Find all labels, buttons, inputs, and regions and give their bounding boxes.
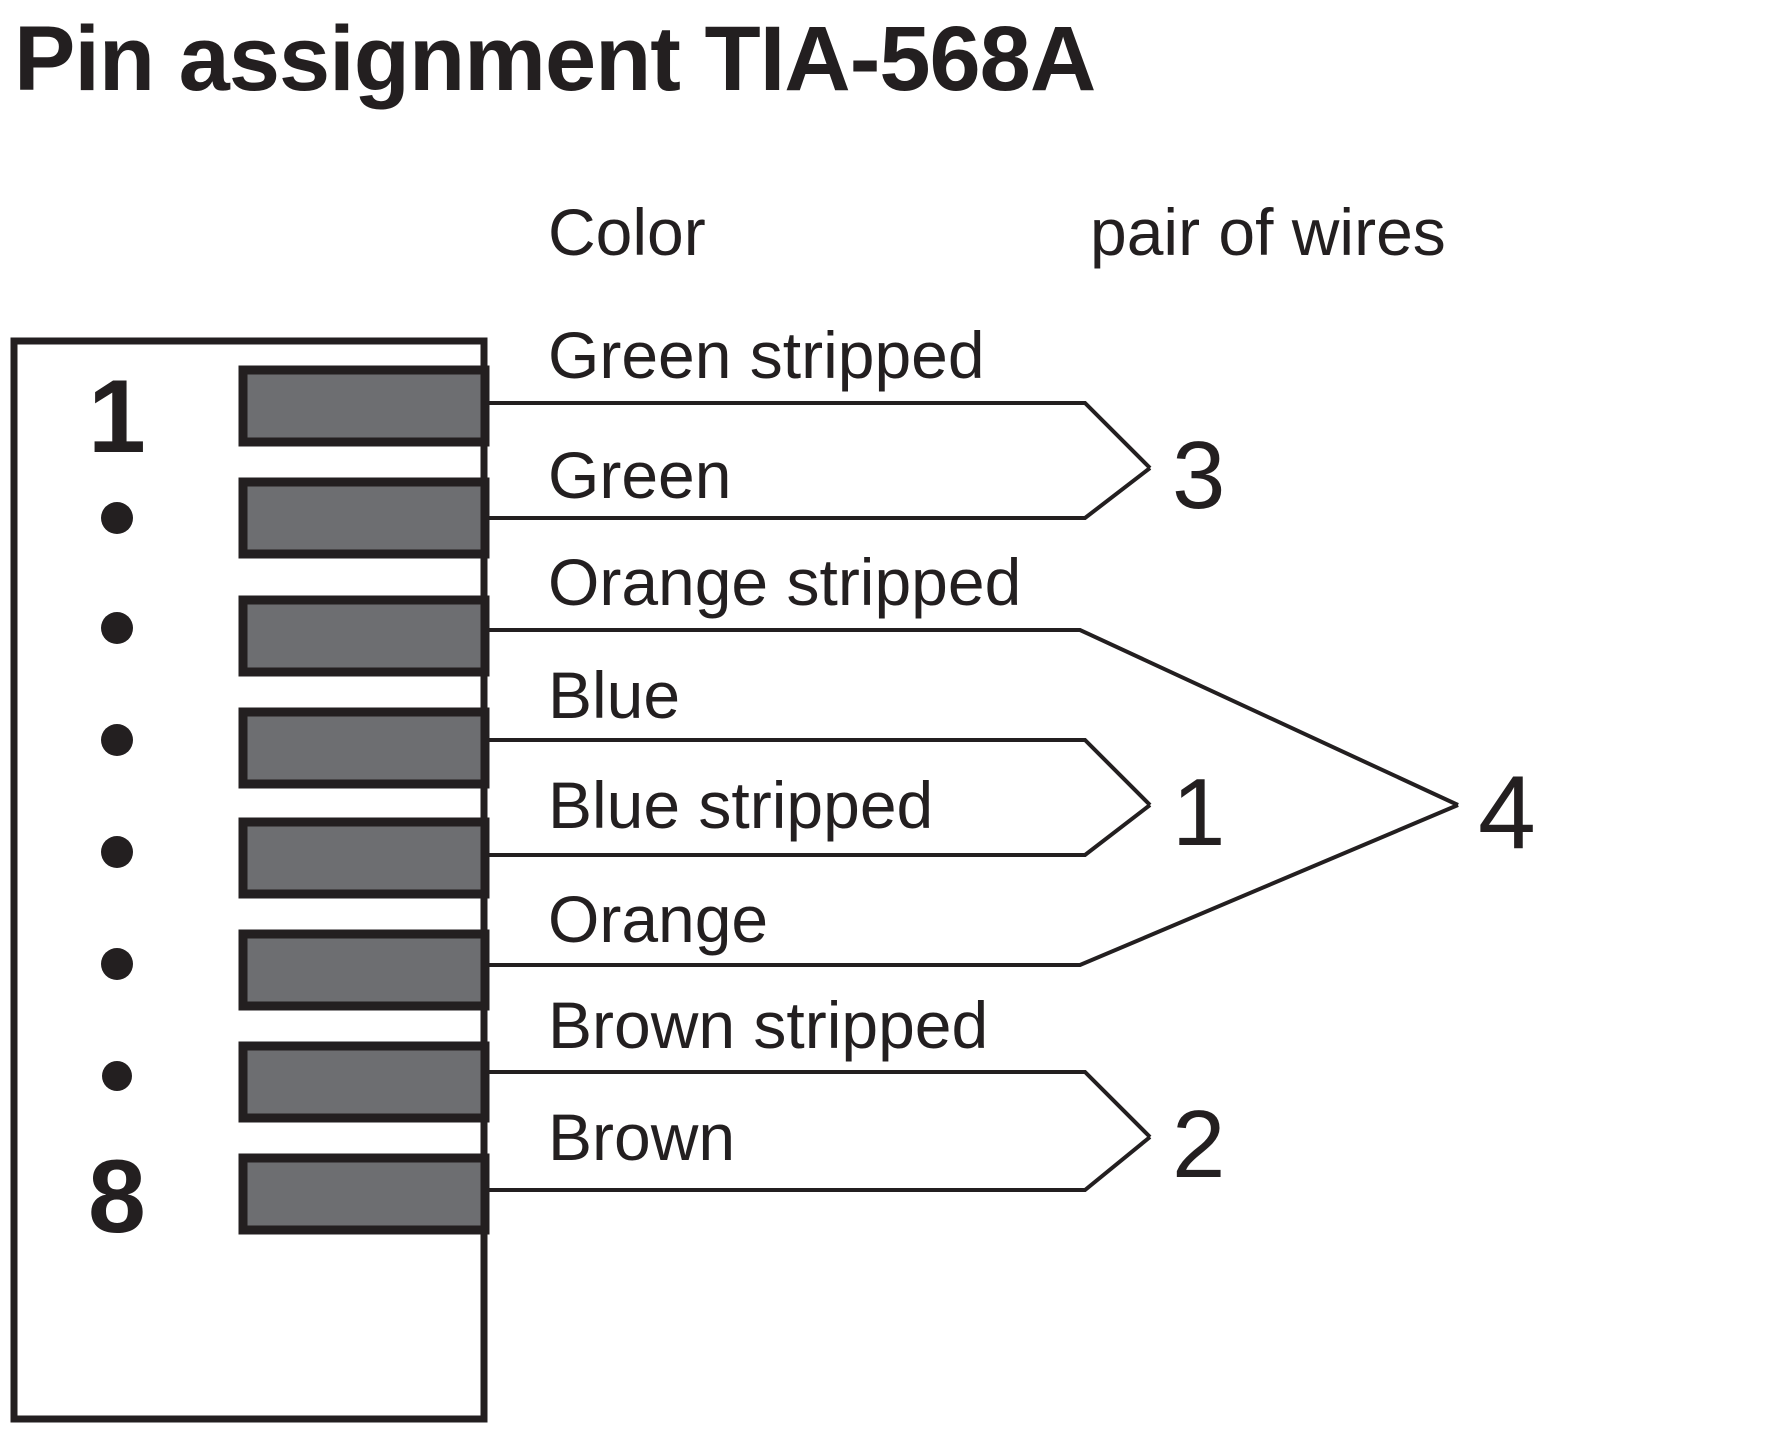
wire-label-4: Blue (548, 658, 680, 732)
pin-bar-5 (238, 817, 490, 899)
pin-number-first: 1 (88, 359, 146, 475)
pin-bar-1 (238, 365, 490, 447)
pair-number-1: 1 (1172, 759, 1225, 866)
pair-number-4: 2 (1172, 1091, 1225, 1198)
pin-bar-8 (238, 1153, 490, 1235)
wire-label-7: Brown stripped (548, 988, 988, 1062)
pair-bracket-2 (485, 628, 1459, 967)
pin-dot-7 (102, 1061, 132, 1091)
pair-number-2: 4 (1478, 755, 1536, 871)
column-header-pair: pair of wires (1090, 195, 1446, 269)
column-header-color: Color (548, 195, 706, 269)
wire-label-8: Brown (548, 1100, 735, 1174)
pin-bar-2 (238, 477, 490, 559)
wire-label-5: Blue stripped (548, 768, 933, 842)
pin-dot-4 (101, 724, 133, 756)
pair-bracket-1 (485, 738, 1152, 857)
pair-bracket-3 (485, 401, 1152, 520)
pin-number-last: 8 (88, 1139, 146, 1255)
pin-dot-2 (101, 502, 133, 534)
pair-bracket-4 (485, 1070, 1152, 1192)
pin-dot-6 (101, 948, 133, 980)
pin-bar-3 (238, 595, 490, 677)
pin-bar-4 (238, 707, 490, 789)
pin-bar-6 (238, 929, 490, 1011)
pair-number-3: 3 (1172, 422, 1225, 529)
wire-label-3: Orange stripped (548, 545, 1021, 619)
pin-bar-7 (238, 1041, 490, 1123)
wire-label-1: Green stripped (548, 318, 985, 392)
pin-dot-5 (101, 836, 133, 868)
page-title: Pin assignment TIA-568A (14, 8, 1095, 110)
wire-label-2: Green (548, 438, 731, 512)
wire-label-6: Orange (548, 882, 768, 956)
pin-dot-3 (101, 612, 133, 644)
